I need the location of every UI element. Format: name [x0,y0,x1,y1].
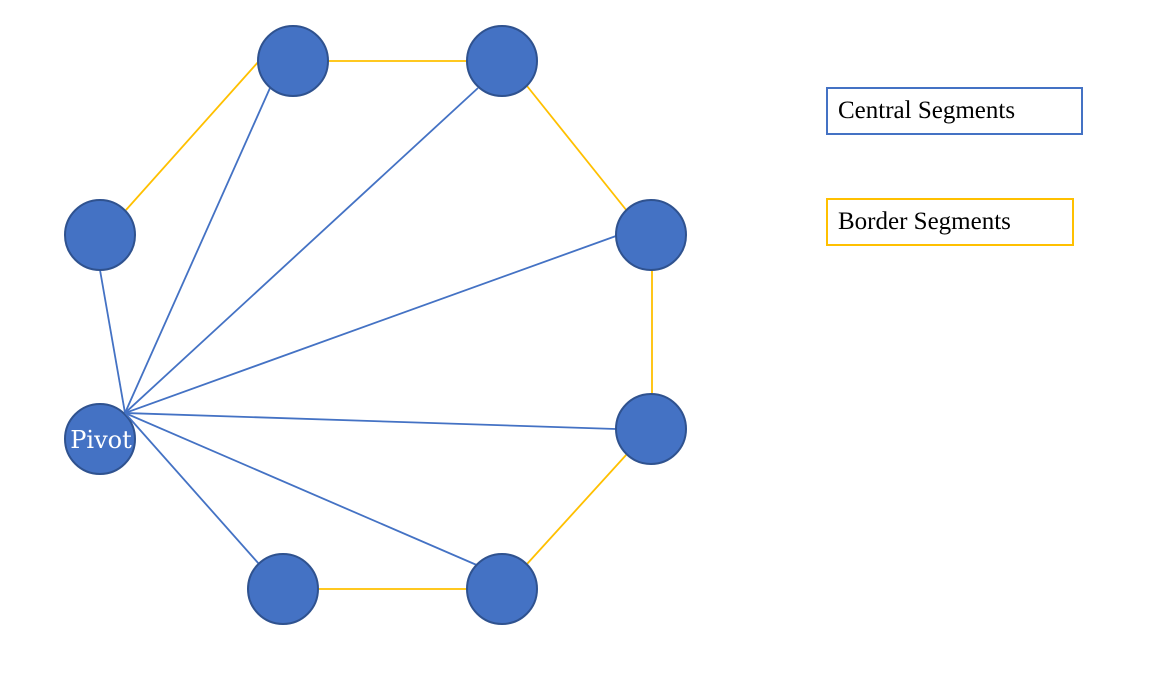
central-segment-overlay-bottom-right [124,412,162,430]
central-segment-overlay-right-lower [124,412,165,415]
central-segment-top-left [124,87,271,414]
pivot-label: Pivot [70,426,132,454]
central-segment-overlay-top-right [124,385,155,414]
central-segment-overlay-left-upper [117,373,126,414]
legend-border-segments: Border Segments [826,198,1074,246]
border-segment-top-right-right-upper [526,85,628,212]
central-segment-right-upper [124,235,617,414]
node-bottom-left [247,553,319,625]
border-segment-left-upper-top-left [125,60,260,211]
node-top-right [466,25,538,97]
node-left-upper [64,199,136,271]
central-segment-right-lower [124,412,617,430]
legend-central-label: Central Segments [838,97,1016,124]
central-segment-top-right [124,87,479,414]
node-bottom-right [466,553,538,625]
central-segment-overlay-bottom-left [124,412,152,444]
legend-central-segments: Central Segments [826,87,1083,135]
node-top-left [257,25,329,97]
node-right-upper [615,199,687,271]
central-segment-bottom-right [124,412,480,567]
central-segment-overlay-right-upper [124,398,163,414]
node-right-lower [615,393,687,465]
legend-border-label: Border Segments [838,208,1011,235]
border-segment-right-lower-bottom-right [526,453,628,565]
central-segment-overlay-top-left [124,376,142,414]
node-pivot [64,403,136,475]
